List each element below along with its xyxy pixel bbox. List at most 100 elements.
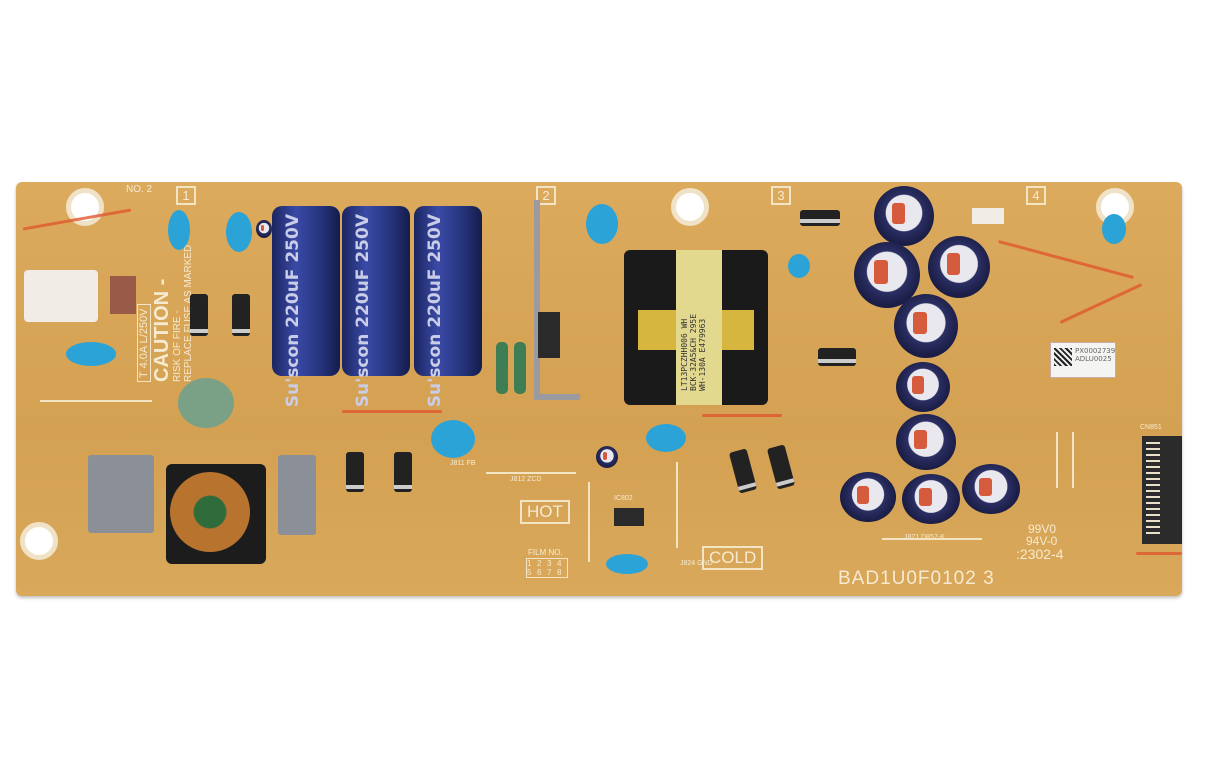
jumper-label: J811 FB [450, 460, 476, 467]
connector-pins [1146, 442, 1160, 538]
film-digit: 1 [527, 559, 532, 568]
sticker-line-1: PX0002739 [1075, 347, 1116, 355]
fuse-rating: T 4.0A L/250V [137, 304, 151, 382]
ceramic-capacitor [226, 212, 252, 252]
cap-value: 220uF [353, 268, 373, 328]
section-marker-2: 2 [536, 186, 556, 205]
jumper-wire [1056, 432, 1058, 488]
input-connector [24, 270, 98, 322]
electrolytic-capacitor [894, 294, 958, 358]
flammability-label: 94V-0 [1026, 534, 1058, 548]
marker-stroke [702, 414, 782, 417]
electrolytic-capacitor [256, 220, 272, 238]
film-capacitor-small [110, 276, 136, 314]
caution-title: CAUTION - [151, 278, 173, 382]
electrolytic-capacitor [896, 414, 956, 470]
film-digit: 4 [557, 559, 562, 568]
connector-label: CN851 [1140, 424, 1162, 431]
qr-sticker: PX0002739 ADLU0025 [1050, 342, 1116, 378]
ceramic-capacitor [168, 210, 190, 250]
ceramic-capacitor [66, 342, 116, 366]
sticker-line-2: ADLU0025 [1075, 355, 1112, 363]
electrolytic-capacitor [962, 464, 1020, 514]
electrolytic-capacitor [896, 362, 950, 412]
bulk-capacitor: Su'scon 220uF 250V [272, 206, 340, 407]
output-connector [1142, 436, 1182, 544]
ceramic-capacitor [586, 204, 618, 244]
jumper-wire [676, 462, 678, 548]
transformer-line-1: LT13PCZHH006 WH [680, 318, 689, 391]
jumper-wire [486, 472, 576, 474]
choke-winding [170, 472, 250, 552]
cert-label: 99V0 [1028, 522, 1057, 536]
cap-value: 220uF [425, 268, 445, 328]
silkscreen-outline [40, 400, 152, 402]
ceramic-capacitor [646, 424, 686, 452]
small-connector [972, 208, 1004, 224]
electrolytic-capacitor [928, 236, 990, 298]
hot-zone-label: HOT [520, 500, 570, 524]
section-marker-4: 4 [1026, 186, 1046, 205]
caution-line-1: RISK OF FIRE - [172, 310, 183, 382]
section-marker-3: 3 [771, 186, 791, 205]
electrolytic-capacitor [874, 186, 934, 246]
mounting-hole [671, 188, 709, 226]
optocoupler [614, 508, 644, 526]
jumper-wire [1072, 432, 1074, 488]
marker-stroke [997, 239, 1135, 280]
varistor [178, 378, 234, 428]
diode [728, 448, 758, 494]
film-digit: 5 [527, 568, 532, 577]
x-capacitor [88, 455, 154, 533]
ceramic-capacitor [431, 420, 475, 458]
section-marker-1: 1 [176, 186, 196, 205]
jumper-label: J821 D857-K [904, 534, 945, 541]
cap-brand: Su'scon [425, 333, 445, 408]
common-mode-choke [166, 464, 266, 564]
part-number: BAD1U0F0102 3 [838, 568, 995, 589]
cap-voltage: 250V [425, 214, 445, 263]
mounting-hole [20, 522, 58, 560]
jumper-label: J824 GND [680, 560, 713, 567]
ceramic-capacitor [1102, 214, 1126, 244]
film-digit: 8 [557, 568, 562, 577]
heatsink-bracket [534, 394, 580, 400]
marker-stroke [342, 410, 442, 413]
jumper-wire [588, 482, 590, 562]
diode [818, 348, 856, 366]
cap-voltage: 250V [353, 214, 373, 263]
jumper-label: J812 ZCD [510, 476, 542, 483]
transformer: LT13PCZHH006 WH BCK-32A5&CH 295E WH-130A… [624, 250, 768, 405]
electrolytic-capacitor [596, 446, 618, 468]
film-digit: 7 [547, 568, 552, 577]
qr-code-icon [1054, 348, 1072, 366]
film-digit: 3 [547, 559, 552, 568]
ceramic-capacitor [606, 554, 648, 574]
electrolytic-capacitor [902, 474, 960, 524]
resistor [496, 342, 508, 394]
bulk-capacitor: Su'scon 220uF 250V [342, 206, 410, 407]
date-code: :2302-4 [1016, 546, 1064, 562]
cap-brand: Su'scon [353, 333, 373, 408]
electrolytic-capacitor [854, 242, 920, 308]
electrolytic-capacitor [840, 472, 896, 522]
no-label: NO. 2 [126, 184, 153, 195]
mosfet [538, 312, 560, 358]
caution-block: T 4.0A L/250V CAUTION - RISK OF FIRE - R… [134, 245, 194, 382]
heatsink-bracket [534, 200, 540, 400]
marker-stroke [1136, 552, 1182, 555]
ceramic-capacitor [788, 254, 810, 278]
bulk-capacitor: Su'scon 220uF 250V [414, 206, 482, 407]
diode [190, 294, 208, 336]
film-label: FILM NO. [528, 548, 563, 557]
film-digit: 6 [537, 568, 542, 577]
diode [232, 294, 250, 336]
resistor [514, 342, 526, 394]
ic-label: IC802 [614, 495, 633, 502]
marker-stroke [1059, 283, 1143, 324]
jumper-wire [882, 538, 982, 540]
cap-value: 220uF [283, 268, 303, 328]
x-capacitor [278, 455, 316, 535]
pcb-board: 1 2 3 4 NO. 2 T 4.0A L/250V CAUTION - RI… [16, 182, 1182, 596]
